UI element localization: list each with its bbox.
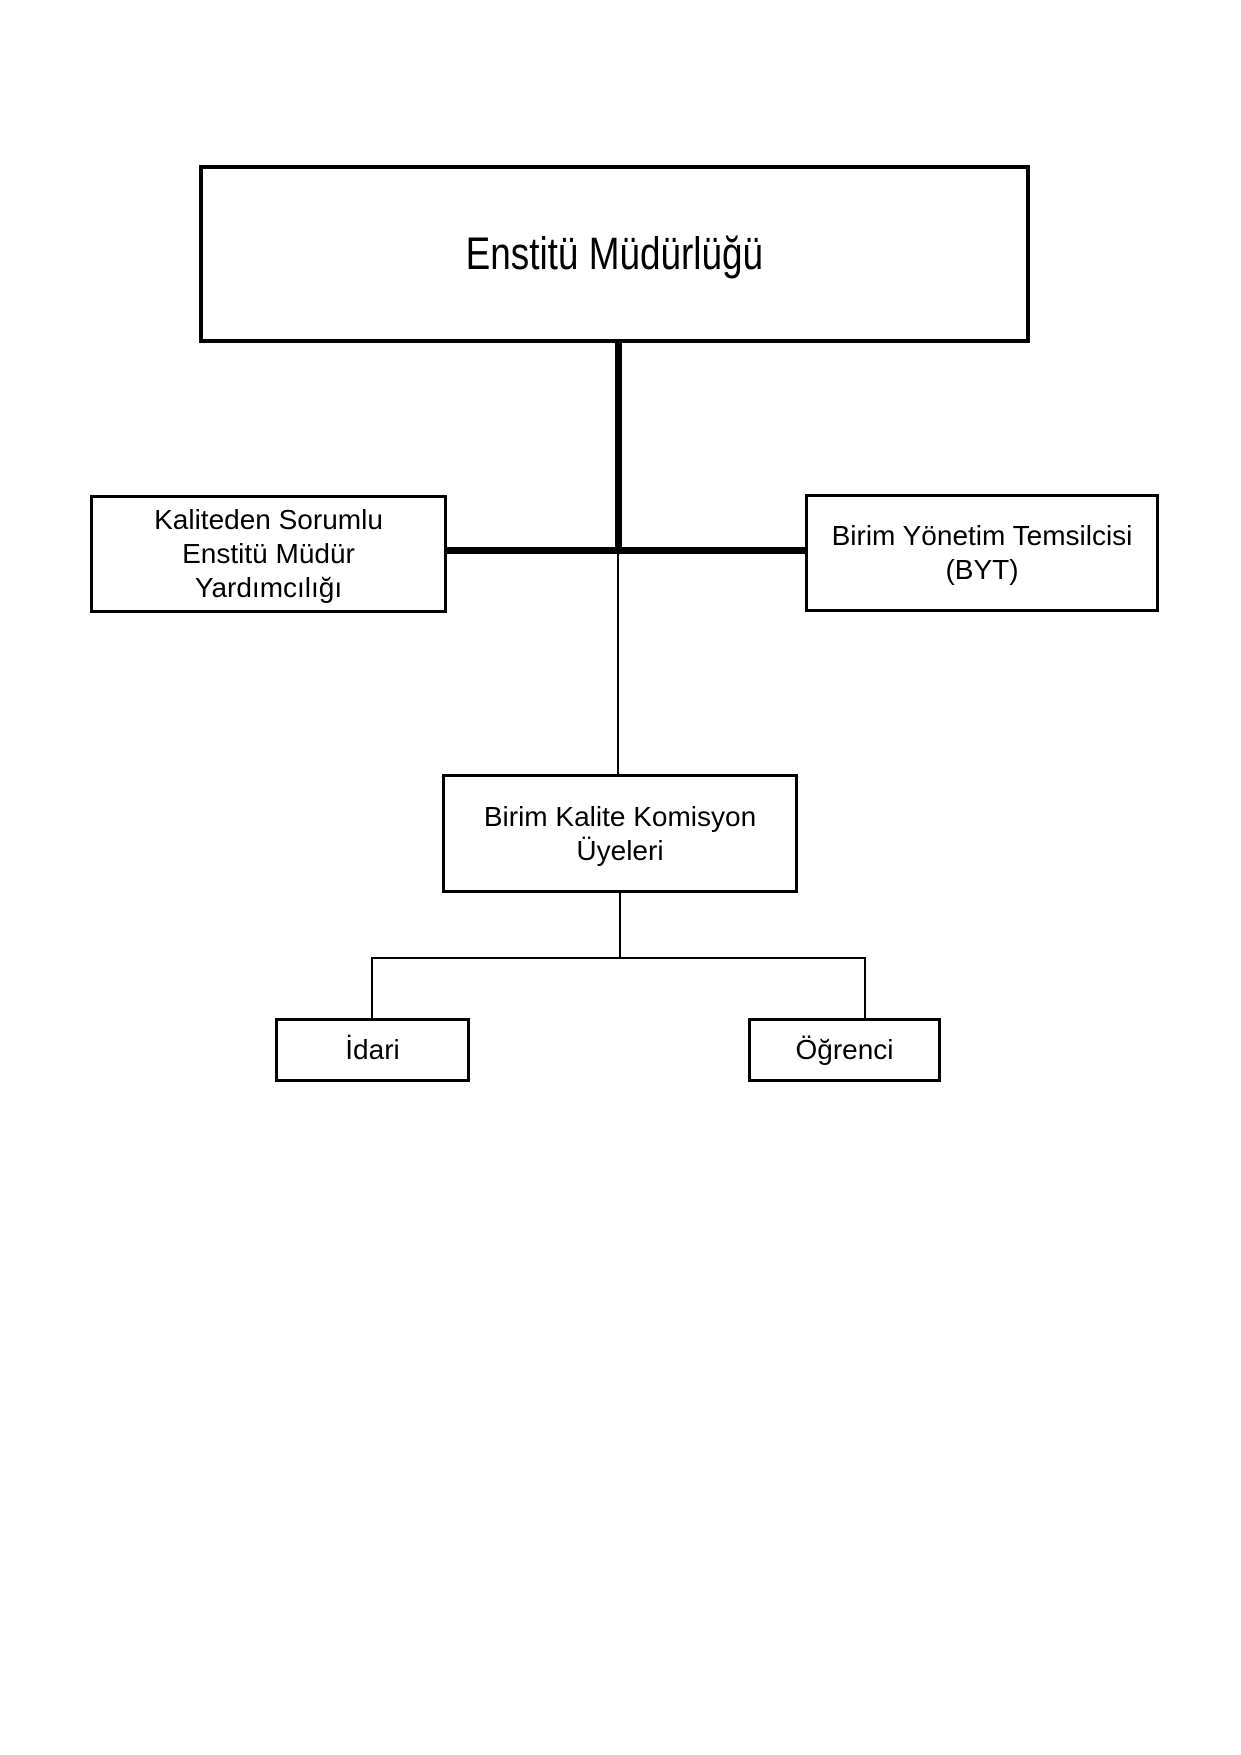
node-kaliteden-sorumlu-line3: Yardımcılığı (194, 572, 343, 603)
connector-branch-horizontal (371, 957, 866, 959)
node-komisyon-line2: Üyeleri (576, 834, 664, 866)
node-byt-line1: Birim Yönetim Temsilcisi (831, 520, 1133, 551)
node-ogrenci: Öğrenci (748, 1018, 941, 1082)
connector-drop-left (371, 958, 373, 1018)
node-komisyon-line1: Birim Kalite Komisyon (483, 800, 757, 832)
node-kaliteden-sorumlu-label: Kaliteden Sorumlu Enstitü Müdür Yardımcı… (154, 503, 383, 605)
node-byt-line2: (BYT) (945, 554, 1019, 585)
node-kaliteden-sorumlu-mudur-yardimciligi: Kaliteden Sorumlu Enstitü Müdür Yardımcı… (90, 495, 447, 613)
node-kaliteden-sorumlu-line1: Kaliteden Sorumlu (154, 504, 383, 535)
node-birim-kalite-komisyon-uyeleri: Birim Kalite Komisyon Üyeleri (442, 774, 798, 893)
connector-thin-vertical-below-commission (619, 893, 621, 957)
node-byt-label: Birim Yönetim Temsilcisi (BYT) (832, 519, 1133, 587)
node-kaliteden-sorumlu-line2: Enstitü Müdür (182, 538, 355, 569)
node-enstitu-mudurlugu-label: Enstitü Müdürlüğü (465, 228, 764, 280)
node-komisyon-label: Birim Kalite Komisyon Üyeleri (484, 800, 756, 868)
connector-drop-right (864, 958, 866, 1018)
connector-thin-vertical-to-commission (617, 554, 619, 774)
connector-thick-horizontal (447, 547, 805, 554)
node-ogrenci-label: Öğrenci (795, 1034, 894, 1065)
node-idari-label: İdari (345, 1034, 400, 1065)
node-enstitu-mudurlugu: Enstitü Müdürlüğü (199, 165, 1030, 343)
node-idari: İdari (275, 1018, 470, 1082)
connector-thick-vertical-top (615, 343, 622, 554)
node-birim-yonetim-temsilcisi: Birim Yönetim Temsilcisi (BYT) (805, 494, 1159, 612)
